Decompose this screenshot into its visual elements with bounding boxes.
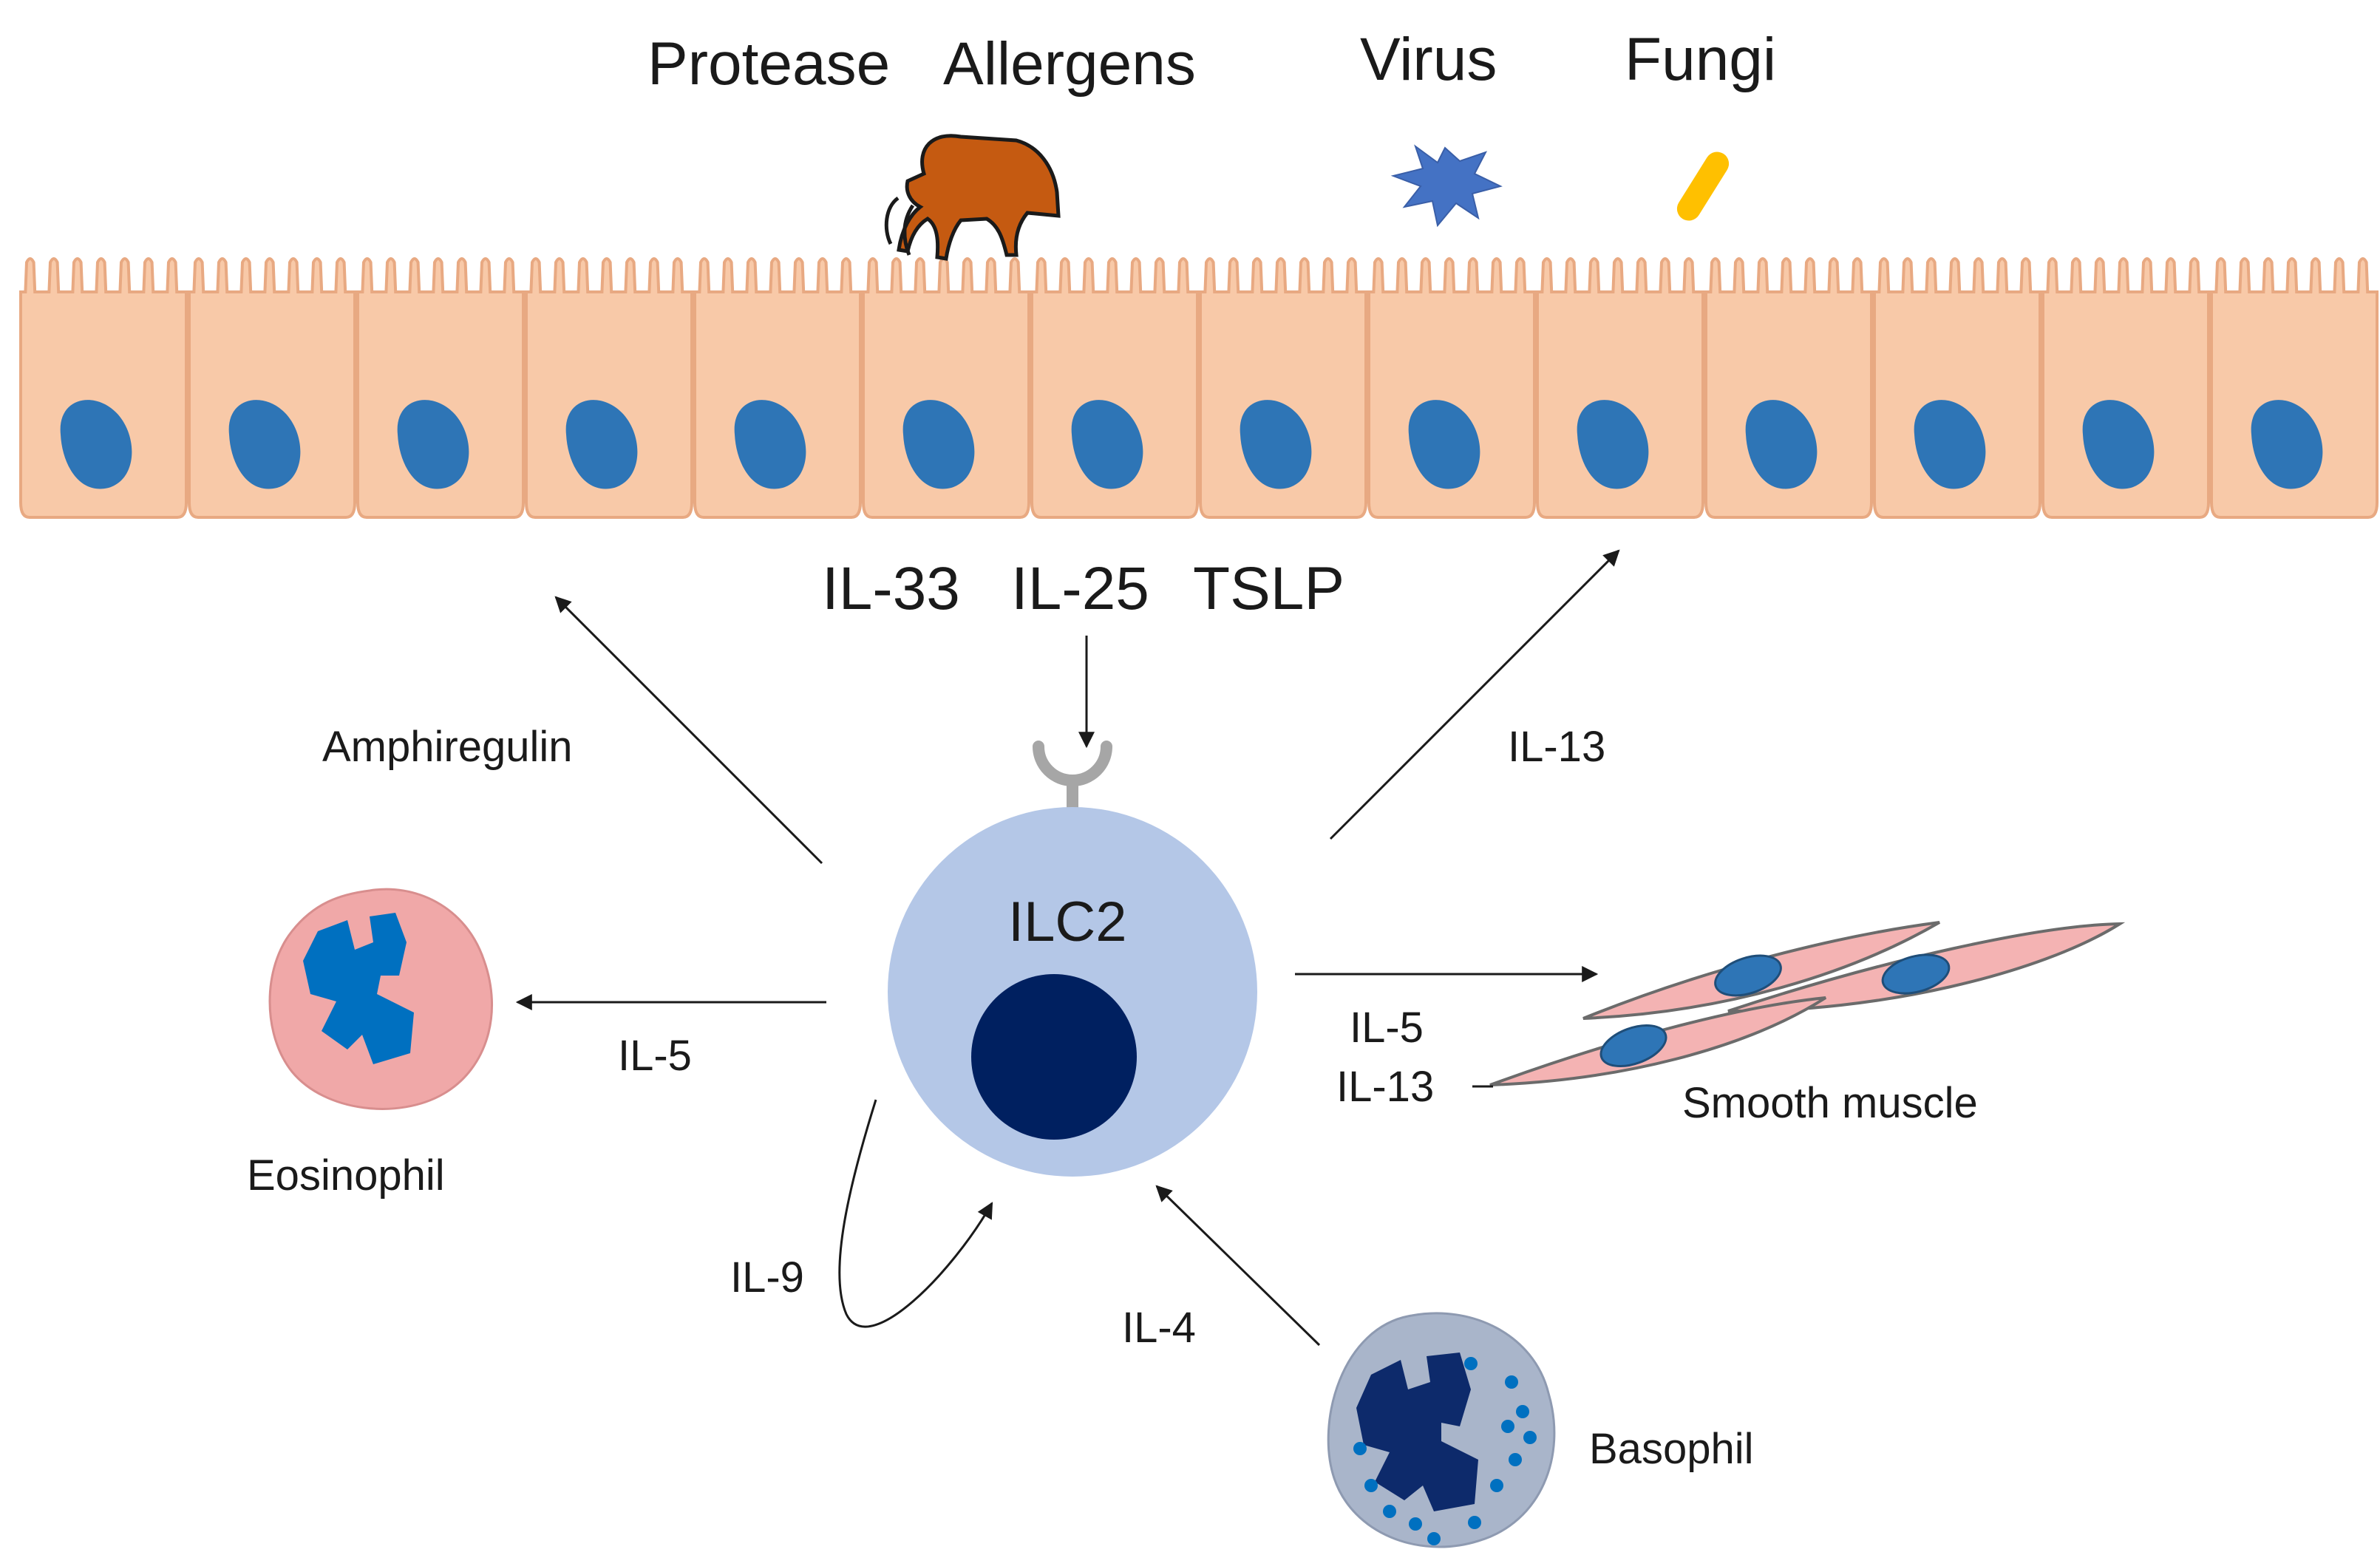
epithelial-nucleus	[2251, 400, 2323, 489]
epithelial-nucleus	[1408, 400, 1480, 489]
epithelial-nucleus	[1071, 400, 1143, 489]
epithelial-cell	[525, 257, 693, 519]
epithelial-cell-body	[693, 257, 862, 519]
epithelial-nucleus	[1745, 400, 1818, 489]
arrow-il9-loop	[838, 1099, 993, 1328]
epithelial-nucleus	[1240, 400, 1312, 489]
label-smooth-muscle: Smooth muscle	[1682, 1079, 1978, 1127]
epithelial-cell-body	[525, 257, 693, 519]
ilc2-nucleus	[971, 974, 1137, 1140]
label-virus: Virus	[1360, 26, 1497, 93]
epithelial-cell-body	[2041, 257, 2210, 519]
arrows	[515, 549, 1620, 1347]
receptor-icon	[1033, 741, 1112, 811]
label-il9: IL-9	[730, 1253, 804, 1301]
label-protease: Protease	[647, 30, 891, 98]
epithelial-nucleus	[397, 400, 469, 489]
epithelial-cell	[19, 257, 188, 519]
epithelial-cell	[2210, 257, 2379, 519]
epithelial-cell-body	[1030, 257, 1199, 519]
epithelial-nucleus	[1914, 400, 1986, 489]
label-eosinophil: Eosinophil	[247, 1151, 445, 1200]
arrow-amphiregulin	[554, 596, 823, 865]
label-fungi: Fungi	[1625, 26, 1777, 93]
label-tslp: TSLP	[1193, 555, 1345, 622]
epithelial-cell	[1704, 257, 1873, 519]
label-il5-muscle: IL-5	[1350, 1004, 1424, 1052]
epithelial-cell	[1873, 257, 2041, 519]
epithelial-cell	[1199, 257, 1367, 519]
epithelial-nucleus	[228, 400, 301, 489]
arrow-il13-epithelium	[1329, 549, 1620, 840]
epithelial-nucleus	[734, 400, 806, 489]
epithelial-cell	[1030, 257, 1199, 519]
epithelial-cell-body	[19, 257, 188, 519]
arrow-il4	[1155, 1185, 1321, 1347]
label-basophil: Basophil	[1589, 1425, 1754, 1473]
epithelial-cell-body	[1536, 257, 1704, 519]
epithelial-nucleus	[565, 400, 638, 489]
eosinophil-cell	[268, 888, 493, 1110]
label-il5-eosinophil: IL-5	[618, 1032, 692, 1080]
epithelial-cell	[1536, 257, 1704, 519]
ilc2-cell	[888, 807, 1257, 1177]
epithelial-cell	[2041, 257, 2210, 519]
label-ilc2: ILC2	[1008, 891, 1127, 953]
epithelial-cell	[693, 257, 862, 519]
basophil-cell	[1327, 1312, 1556, 1548]
epithelial-cell-body	[1199, 257, 1367, 519]
epithelial-cell-body	[1704, 257, 1873, 519]
epithelial-cell	[188, 257, 356, 519]
epithelial-cell-body	[2210, 257, 2379, 519]
epithelial-cell	[862, 257, 1030, 519]
label-il13-muscle: IL-13	[1336, 1063, 1435, 1111]
label-amphiregulin: Amphiregulin	[322, 723, 573, 771]
epithelial-cell-body	[1367, 257, 1536, 519]
epithelial-cell-body	[188, 257, 356, 519]
epithelial-nucleus	[902, 400, 975, 489]
epithelial-nucleus	[60, 400, 132, 489]
smooth-muscle-cells	[1489, 921, 2126, 1086]
mite-icon	[884, 134, 1061, 261]
label-il33: IL-33	[822, 555, 960, 622]
virus-icon	[1390, 144, 1503, 228]
epithelial-nucleus	[2082, 400, 2155, 489]
epithelial-cell-body	[356, 257, 525, 519]
label-allergens: Allergens	[943, 30, 1196, 98]
epithelial-cell	[356, 257, 525, 519]
epithelial-nucleus	[1577, 400, 1649, 489]
fungi-icon	[1676, 152, 1730, 221]
label-il13-epithelium: IL-13	[1508, 723, 1606, 771]
label-il25: IL-25	[1011, 555, 1149, 622]
epithelium-layer	[19, 257, 2379, 519]
label-il4: IL-4	[1122, 1304, 1196, 1352]
epithelial-cell	[1367, 257, 1536, 519]
epithelial-cell-body	[1873, 257, 2041, 519]
